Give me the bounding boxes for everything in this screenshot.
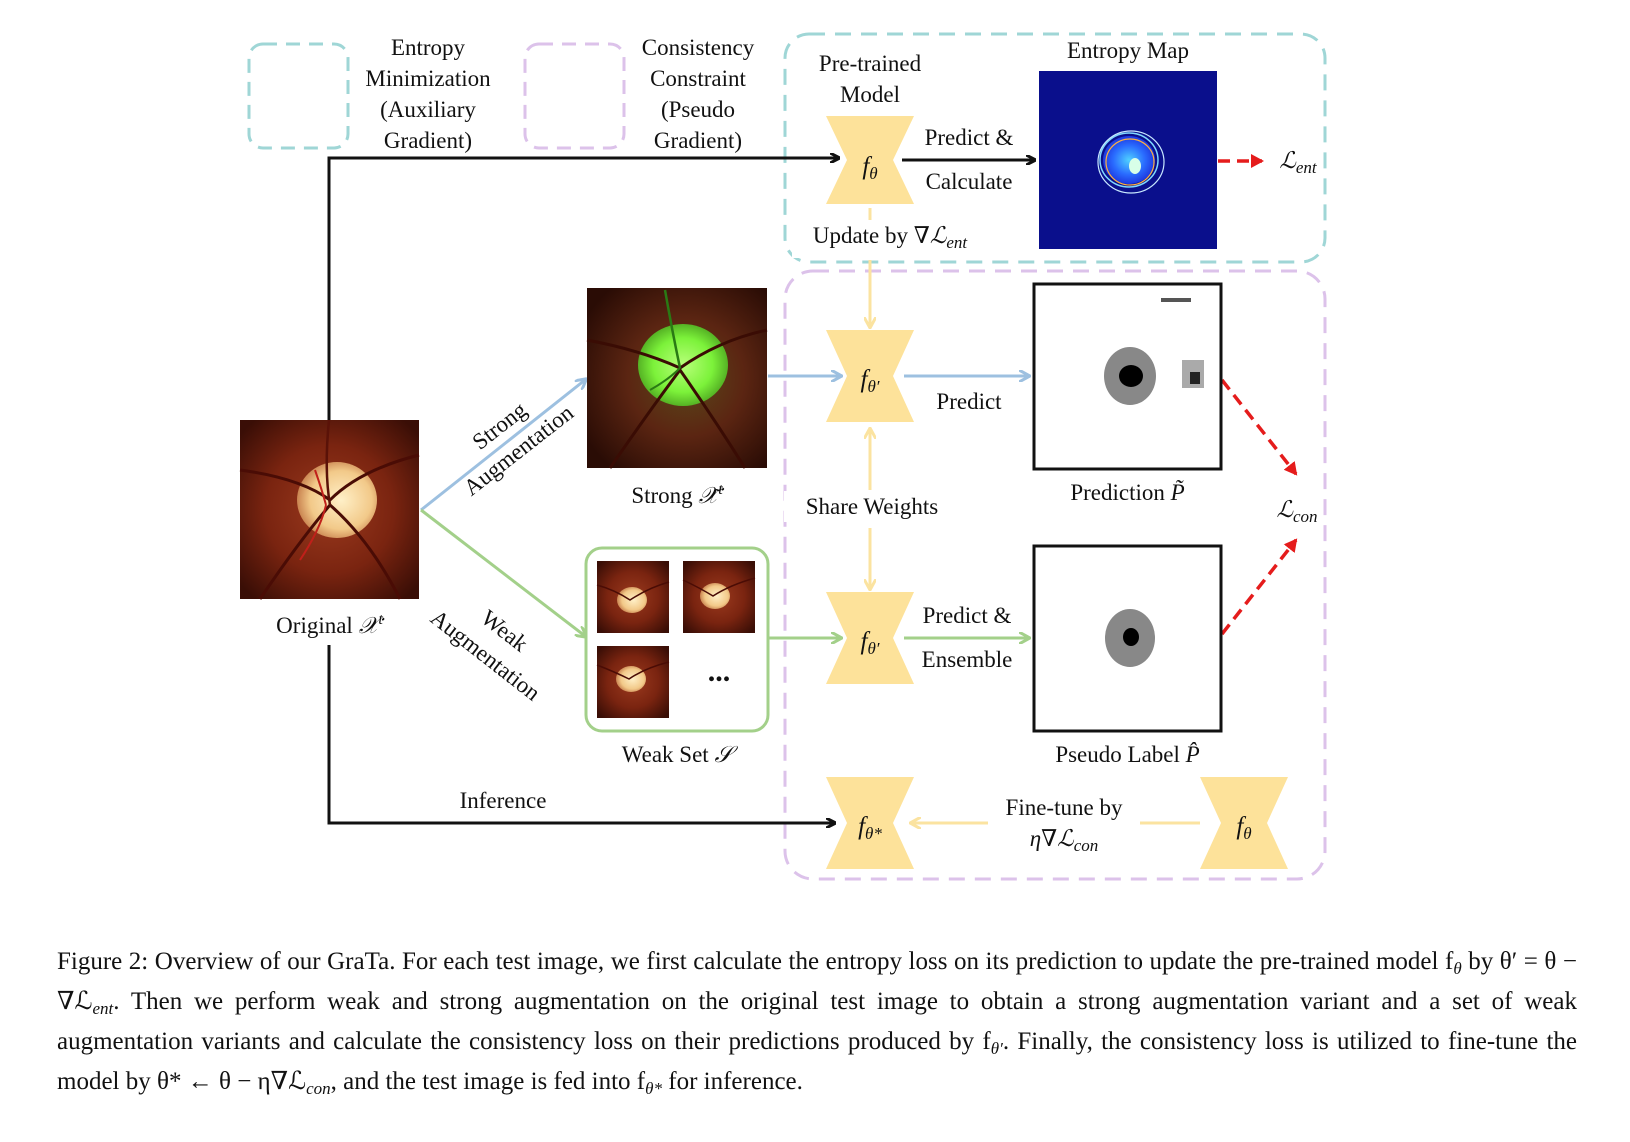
model-weak-label: fθ′ bbox=[860, 628, 880, 658]
model-pretrained-label: fθ bbox=[862, 153, 878, 183]
loss-ent-label: ℒent bbox=[1279, 148, 1317, 177]
model-base bbox=[1200, 777, 1288, 869]
pseudo-label-label: Pseudo Label P̂ bbox=[1055, 742, 1200, 767]
pretrained-model-label: Pre-trained Model bbox=[818, 51, 922, 107]
original-image bbox=[239, 419, 420, 600]
model-strong-label: fθ′ bbox=[860, 366, 880, 396]
arrow-loss-con-bottom bbox=[1220, 538, 1298, 636]
weak-set-ellipsis: ... bbox=[707, 655, 731, 688]
model-finetuned bbox=[826, 777, 914, 869]
consistency-region-box bbox=[783, 269, 1327, 881]
prediction-map bbox=[1032, 282, 1223, 471]
overview-diagram: Entropy Minimization (Auxiliary Gradient… bbox=[239, 32, 1327, 881]
model-finetuned-label: fθ* bbox=[858, 813, 882, 843]
inference-label: Inference bbox=[459, 788, 547, 813]
predict-calculate-line1: Predict & bbox=[924, 125, 1014, 150]
predict-ensemble-line1: Predict & bbox=[922, 603, 1012, 628]
predict-calculate-line2: Calculate bbox=[925, 169, 1013, 194]
predict-ensemble-line2: Ensemble bbox=[921, 647, 1013, 672]
original-image-label: Original 𝒳t bbox=[276, 611, 383, 638]
legend-consistency-label: Consistency Constraint (Pseudo Gradient) bbox=[641, 35, 755, 153]
figure-caption: Figure 2: Overview of our GraTa. For eac… bbox=[57, 948, 1577, 1098]
legend-consistency-swatch bbox=[523, 42, 626, 150]
arrow-inference bbox=[327, 645, 834, 823]
model-base-label: fθ bbox=[1236, 813, 1252, 843]
diagram-canvas bbox=[239, 32, 1327, 881]
weak-thumb-3 bbox=[596, 646, 670, 718]
loss-con-label: ℒcon bbox=[1276, 497, 1318, 526]
weak-thumb-2 bbox=[682, 561, 756, 633]
strong-image bbox=[586, 288, 768, 469]
entropy-map-title: Entropy Map bbox=[1066, 38, 1189, 63]
model-weak bbox=[826, 592, 914, 684]
update-by-label: Update by ∇ℒent bbox=[792, 220, 988, 258]
entropy-map bbox=[1039, 71, 1217, 249]
entropy-region-box bbox=[783, 32, 1327, 264]
predict-label: Predict bbox=[936, 389, 1002, 414]
arrow-to-pretrained bbox=[327, 158, 838, 420]
pseudo-label-map bbox=[1032, 544, 1223, 733]
share-weights-label: Share Weights bbox=[784, 491, 960, 522]
weak-set-label: Weak Set 𝒮 bbox=[621, 742, 733, 767]
arrow-strong-augmentation bbox=[420, 380, 585, 512]
legend-entropy-label: Entropy Minimization (Auxiliary Gradient… bbox=[365, 35, 491, 153]
model-strong bbox=[826, 330, 914, 422]
prediction-label: Prediction P̃ bbox=[1070, 480, 1185, 505]
weak-thumb-1 bbox=[596, 561, 670, 633]
arrow-weak-augmentation bbox=[420, 508, 585, 636]
legend-entropy-swatch bbox=[247, 42, 350, 150]
model-pretrained bbox=[826, 116, 914, 204]
finetune-label: Fine-tune by η∇ℒcon bbox=[1005, 795, 1123, 855]
arrow-loss-con-top bbox=[1220, 378, 1298, 476]
strong-image-label: Strong 𝒳̃t bbox=[631, 481, 723, 508]
